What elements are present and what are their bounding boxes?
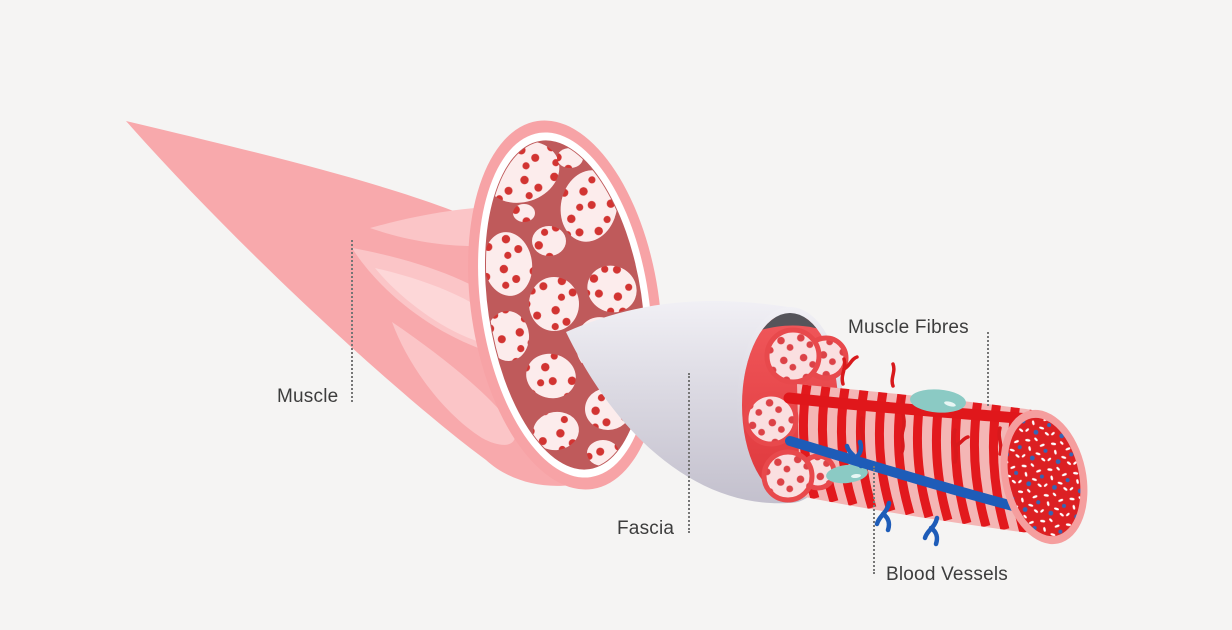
vein-branch-group bbox=[844, 439, 940, 547]
muscle-cell-upper bbox=[910, 389, 966, 413]
label-muscle: Muscle bbox=[277, 386, 339, 407]
label-muscle-fibres: Muscle Fibres bbox=[848, 317, 969, 338]
artery-line bbox=[783, 392, 1036, 425]
blood-vessels-leader-line bbox=[873, 466, 875, 574]
label-blood-vessels: Blood Vessels bbox=[886, 564, 1008, 585]
label-fascia: Fascia bbox=[617, 518, 675, 539]
fascia-leader-line bbox=[688, 373, 690, 533]
muscle-fibres-leader-line bbox=[987, 332, 989, 406]
fibre-end-cap bbox=[1000, 409, 1088, 545]
muscle-leader-line bbox=[351, 240, 353, 402]
muscle-cell-lower bbox=[826, 464, 868, 484]
fibre-bundle-faces bbox=[743, 327, 849, 503]
